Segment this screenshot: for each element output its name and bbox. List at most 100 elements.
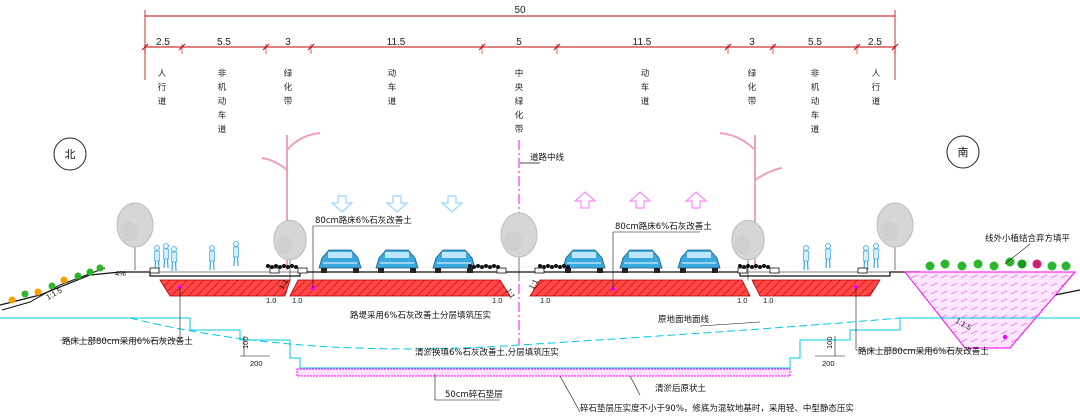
tree-4 [876,202,914,270]
pavement-structure-right [529,279,881,297]
shrub-2-6 [562,264,566,268]
shrub-1-7 [496,265,500,269]
person-6 [825,243,831,269]
subgrade-right-label: 80cm路床6%石灰改善土 [615,221,712,232]
right-planting-box: 线外小植结合弃方填平 [903,233,1077,349]
shrub-2-4 [554,264,558,268]
arrows-westbound [330,195,464,213]
shrub-1-1 [472,265,476,269]
compaction-note: 碎石垫层压实度不小于90%，修底为混软地基时，采用轻、中型静态压实 [580,403,854,414]
person-5 [803,245,809,271]
flower-right-7 [1032,259,1042,269]
shrub-3-1 [742,265,746,269]
curb-7 [857,267,868,274]
cars [318,249,721,273]
shrub-0-3 [278,265,282,269]
embankment-label: 路堤采用6%石灰改善土分层填筑压实 [350,310,491,321]
shrub-2-2 [546,264,550,268]
shrub-0-1 [270,265,274,269]
curb-5 [737,267,748,274]
south-compass: 南 [946,135,980,169]
flower-left-7 [96,264,104,272]
flower-left-0 [8,296,16,304]
original-ground-label: 原地面地面线 [658,314,710,325]
car-5 [677,249,721,273]
shrub-0-0 [266,264,270,268]
total-width-label: 50 [514,5,526,16]
shrub-3-5 [758,265,762,269]
flower-right-1 [940,259,950,269]
car-0 [318,249,362,273]
arrows-eastbound [573,191,708,209]
ratio-labels: 1.0 1.0 1.0 1.0 1.0 1.0 1:1 1:1 1:1 1:1.… [115,269,973,332]
shrub-3-2 [746,264,750,268]
shrub-1-4 [484,264,488,268]
bed-right-label: 路床上部80cm采用6%石灰改善土 [858,346,989,357]
pointer-dots [177,284,859,377]
person-3 [209,245,215,271]
gravel-cushion [296,368,791,377]
flower-right-3 [973,259,983,269]
flower-left-1 [21,290,29,298]
step-width-right: 200 [822,359,835,368]
shrub-3-6 [762,264,766,268]
seg-dim-7: 3 [749,37,755,48]
person-0 [154,245,160,271]
shrub-2-5 [558,265,562,269]
curb-3 [496,267,507,274]
lane-label-3: 绿化带 [284,68,293,107]
direction-arrow-1 [628,191,652,209]
shrub-2-7 [566,265,570,269]
flower-left-3 [48,282,56,290]
direction-arrow-2 [440,195,464,213]
person-8 [873,243,879,269]
road-centerline: 道路中线 [518,140,565,345]
shrub-2-3 [550,265,554,269]
seg-dim-9: 2.5 [868,37,882,48]
curb-0 [149,267,160,274]
shrub-1-3 [480,265,484,269]
car-3 [562,249,606,273]
planting-note: 线外小植结合弃方填平 [985,233,1071,244]
person-4 [233,241,239,267]
shrub-0-6 [290,264,294,268]
curb-4 [534,267,545,274]
top-dimension: 50 [141,5,899,80]
centerline-label: 道路中线 [530,152,565,163]
trees [116,202,914,281]
tree-1 [273,219,307,281]
annotations: 80cm路床6%石灰改善土 80cm路床6%石灰改善土 路堤采用6%石灰改善土分… [60,215,989,414]
direction-arrow-2 [684,191,708,209]
flower-right-2 [957,261,967,271]
gravel-label: 50cm碎石垫层 [445,389,503,400]
flower-right-8 [1047,261,1057,271]
shrub-0-7 [294,265,298,269]
lane-label-2: 非机动车道 [218,68,227,135]
original-ground-line [129,317,901,350]
slope-l2: 1:1 [504,287,517,301]
flower-right-0 [925,261,935,271]
tree-0 [116,202,154,270]
north-label: 北 [65,148,76,161]
segment-ticks [141,43,899,54]
seg-dim-5: 5 [516,37,522,48]
curb-slope: 4% [115,269,126,278]
flower-left-5 [74,272,82,280]
seg-dim-2: 5.5 [217,37,231,48]
shrub-0-5 [286,265,290,269]
ratio-l4: 1.0 [540,296,550,305]
direction-arrow-0 [330,195,354,213]
shrub-3-4 [754,264,758,268]
flower-right-6 [1017,259,1027,269]
subgrade-left-label: 80cm路床6%石灰改善土 [315,215,412,226]
shrub-2-1 [542,265,546,269]
pedestrians [149,241,879,274]
seg-dim-6: 11.5 [633,37,652,48]
ratio-l5: 1.0 [737,296,747,305]
lane-label-9: 人行道 [872,69,881,107]
silt-fill-label: 清淤换填6%石灰改善土,分层填筑压实 [415,347,559,358]
lane-label-1: 人行道 [158,69,167,107]
flower-left-4 [60,276,68,284]
person-2 [171,246,177,272]
direction-arrow-1 [385,195,409,213]
